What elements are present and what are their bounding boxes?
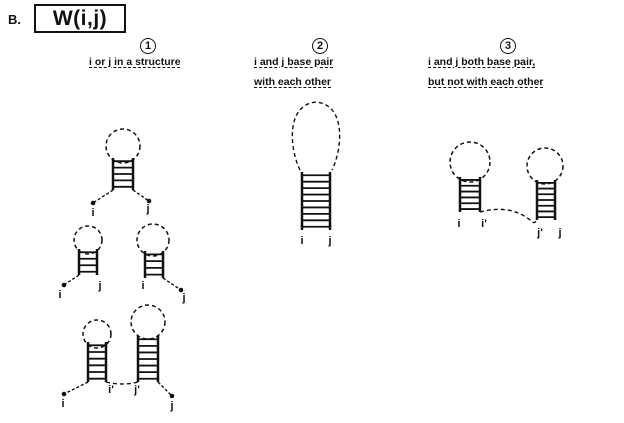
panel-1-number: 1 bbox=[140, 38, 156, 54]
label-j: j bbox=[169, 400, 173, 412]
label-i: i bbox=[300, 235, 303, 247]
p1-top-hairpin-left-tail bbox=[92, 189, 114, 204]
p1-mid-right-hairpin-right-tail bbox=[162, 277, 182, 291]
p3-left-hairpin-loop bbox=[449, 141, 491, 183]
panel-2-caption-line-1: i and j base pair bbox=[254, 56, 334, 68]
p1-bottom-left-hairpin-loop bbox=[82, 319, 112, 349]
label-j: j bbox=[97, 280, 101, 292]
label-i: i bbox=[457, 218, 460, 230]
p1-mid-left-hairpin-loop bbox=[73, 225, 103, 255]
p1-mid-left-hairpin-left-tail bbox=[63, 274, 80, 286]
p1-bottom-right-hairpin-right-end-dot bbox=[169, 393, 175, 399]
label-j: j bbox=[327, 235, 331, 247]
label-j-prime: j' bbox=[133, 384, 140, 396]
p1-bottom-left-hairpin-left-end-dot bbox=[61, 391, 67, 397]
p1-top-hairpin-left-end-dot bbox=[90, 200, 96, 206]
label-i-prime: i' bbox=[108, 384, 114, 396]
p2-hairpin-loop bbox=[291, 101, 341, 171]
p1-top-hairpin-loop bbox=[105, 128, 141, 164]
p3-right-hairpin-loop bbox=[526, 147, 564, 185]
panel-3-caption-line-2: but not with each other bbox=[428, 76, 544, 88]
title: W(i,j) bbox=[52, 6, 108, 30]
panel-1-caption: i or j in a structure bbox=[89, 56, 181, 68]
p1-top-hairpin-right-tail bbox=[132, 189, 150, 202]
label-j-prime: j' bbox=[536, 227, 543, 239]
p1-mid-right-hairpin-right-end-dot bbox=[178, 287, 184, 293]
label-i-prime: i' bbox=[481, 218, 487, 230]
label-j: j bbox=[557, 227, 561, 239]
p1-mid-left-hairpin-left-end-dot bbox=[61, 282, 67, 288]
panel-3-caption-line-1: i and j both base pair, bbox=[428, 56, 536, 68]
p1-bottom-right-hairpin-right-tail bbox=[157, 381, 173, 397]
p1-top-hairpin-right-end-dot bbox=[146, 198, 152, 204]
panel-2-caption-line-2: with each other bbox=[254, 76, 332, 88]
section-label: B. bbox=[8, 12, 21, 27]
label-i: i bbox=[141, 280, 144, 292]
label-j: j bbox=[181, 292, 185, 304]
p1-bottom-right-hairpin-loop bbox=[130, 304, 166, 340]
label-j: j bbox=[145, 203, 149, 215]
label-i: i bbox=[91, 207, 94, 219]
panel-3-number: 3 bbox=[500, 38, 516, 54]
label-i: i bbox=[61, 398, 64, 410]
panel-2-number: 2 bbox=[312, 38, 328, 54]
label-i: i bbox=[58, 289, 61, 301]
p1-mid-right-hairpin-loop bbox=[136, 223, 170, 257]
p1-bottom-linker bbox=[105, 381, 139, 385]
p1-bottom-left-hairpin-left-tail bbox=[63, 381, 89, 395]
p3-linker bbox=[479, 208, 538, 224]
title-box: W(i,j) bbox=[34, 4, 126, 33]
